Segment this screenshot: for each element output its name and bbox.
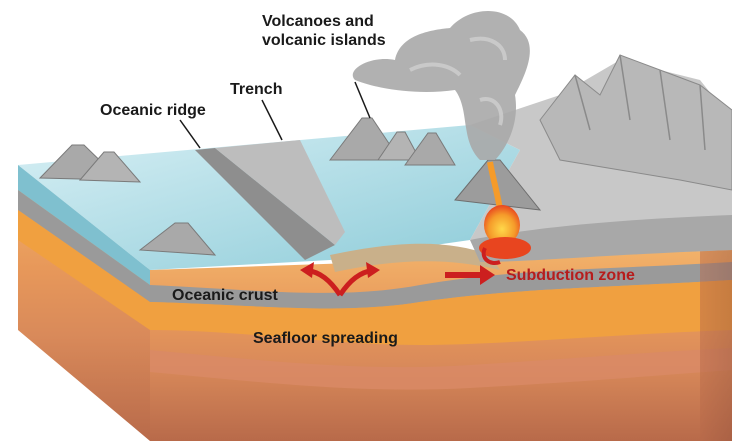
continent-crust <box>470 215 732 262</box>
magma-pool <box>479 237 531 259</box>
smoke-plume <box>352 10 530 160</box>
ridge-mountain-3 <box>138 222 217 256</box>
leader-line-ridge <box>179 119 201 149</box>
trench-slab <box>195 148 335 260</box>
label-oceanic-ridge: Oceanic ridge <box>100 102 206 119</box>
spreading-arrow-right-head <box>366 262 380 278</box>
smoke-highlights <box>409 36 507 126</box>
mountain-range <box>539 54 732 191</box>
volcanic-island-2 <box>377 131 421 161</box>
magma-curl-arrow <box>481 247 501 265</box>
volcanic-island-1 <box>328 117 401 161</box>
crust-band-front <box>150 262 732 309</box>
subduction-arrow-head <box>480 265 495 285</box>
magma-chamber <box>484 205 520 245</box>
mantle-band-front <box>150 280 732 345</box>
left-crust-band <box>18 190 150 302</box>
label-volcanoes: Volcanoes and volcanic islands <box>262 13 386 49</box>
label-trench: Trench <box>230 81 283 98</box>
volcanic-island-3 <box>404 132 456 166</box>
ridge-mountain-2 <box>78 151 142 183</box>
mountain-ridges <box>574 54 706 151</box>
label-seafloor-spreading: Seafloor spreading <box>253 330 398 347</box>
ocean-water-front <box>18 165 150 285</box>
spreading-arrow-left-head <box>300 262 314 278</box>
leader-line-volcanoes <box>354 81 371 119</box>
subducting-plate <box>330 243 500 272</box>
trench-slab-top <box>215 140 345 245</box>
label-oceanic-crust: Oceanic crust <box>172 287 278 304</box>
left-mantle-band <box>18 210 150 330</box>
lower-band-front <box>150 348 732 390</box>
label-subduction-zone: Subduction zone <box>506 267 635 284</box>
leader-line-trench <box>261 99 283 141</box>
